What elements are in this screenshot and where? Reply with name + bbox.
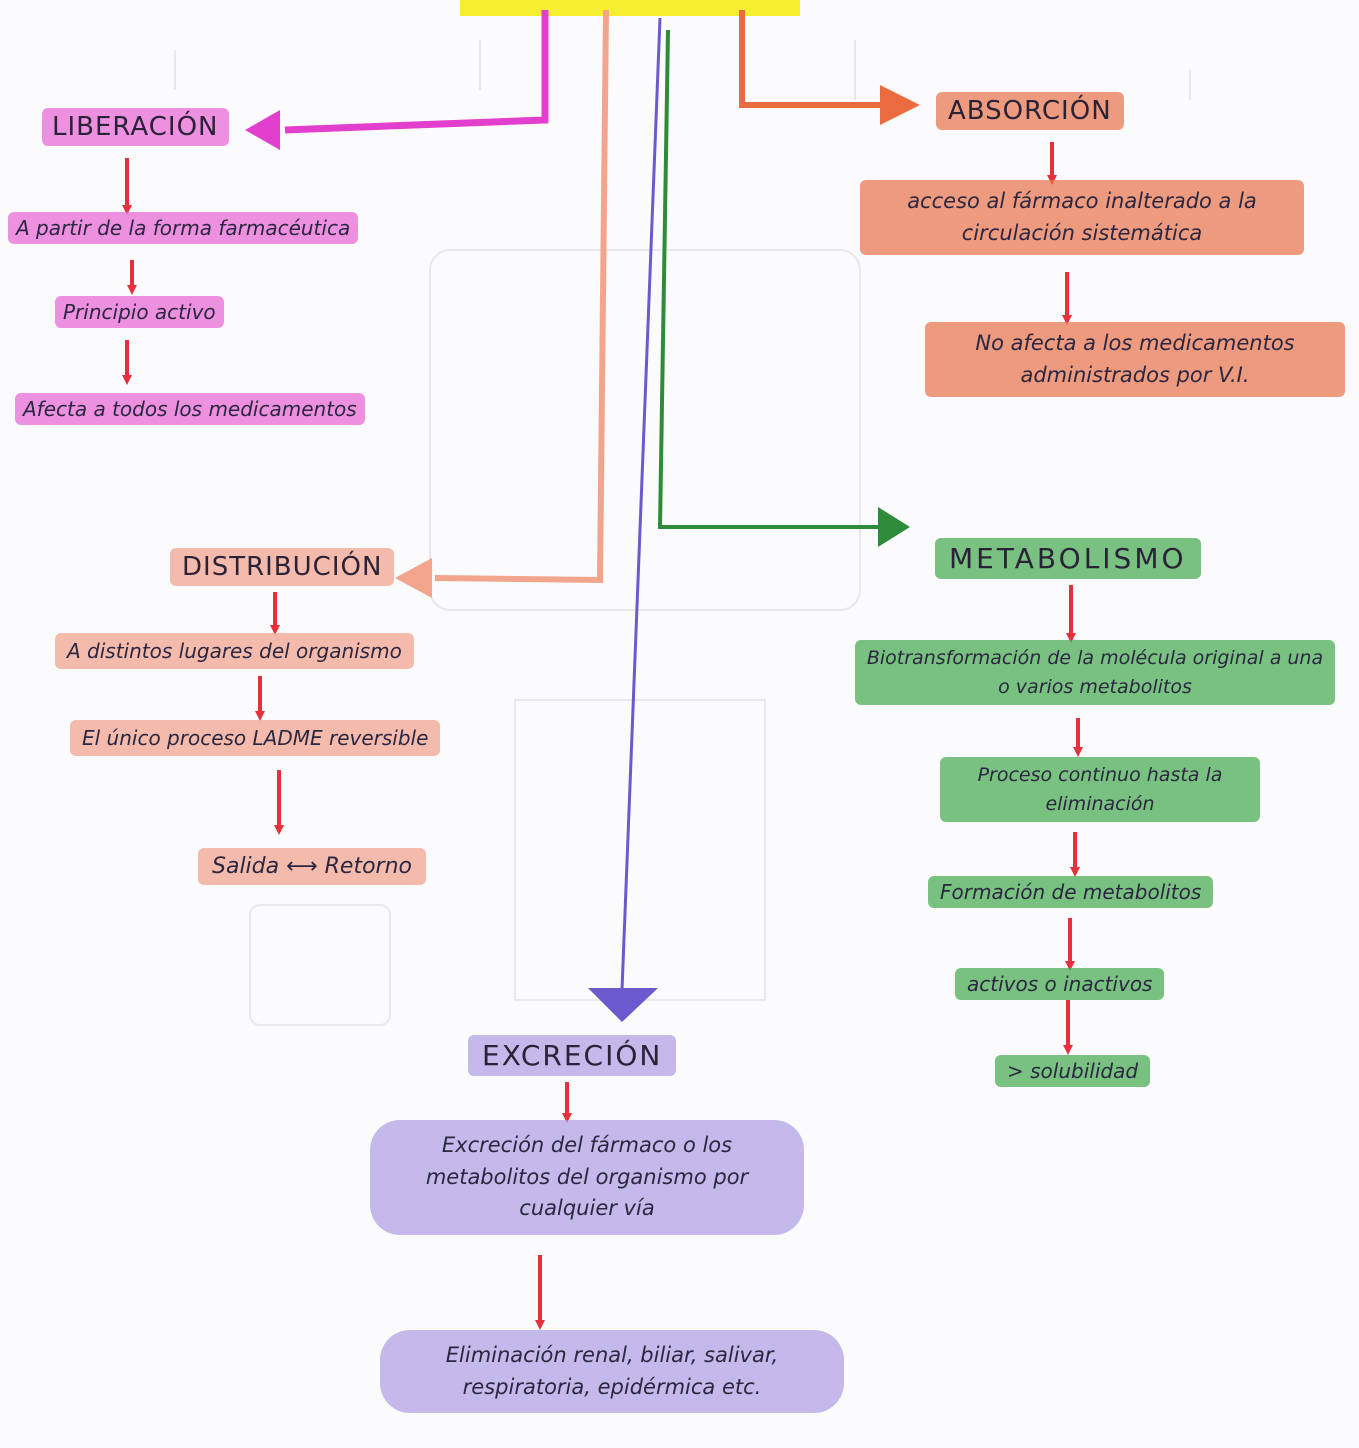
liberacion-item: Principio activo xyxy=(55,296,224,328)
arrowhead-absorcion xyxy=(880,85,920,125)
metabolismo-item: > solubilidad xyxy=(995,1055,1151,1087)
arrowhead-excrecion xyxy=(588,988,658,1022)
connector-liberacion xyxy=(284,10,549,134)
connector-absorcion xyxy=(739,10,885,108)
metabolismo-item: Formación de metabolitos xyxy=(928,876,1214,908)
distribucion-item: Salida ⟷ Retorno xyxy=(198,848,426,885)
absorcion-item: acceso al fármaco inalterado a la circul… xyxy=(860,180,1304,255)
metabolismo-title: METABOLISMO xyxy=(935,538,1201,579)
distribucion-title: DISTRIBUCIÓN xyxy=(170,548,395,586)
arrowhead-liberacion xyxy=(245,110,280,150)
liberacion-item: Afecta a todos los medicamentos xyxy=(15,393,365,425)
connector-metabolismo xyxy=(657,29,880,529)
connector-excrecion xyxy=(620,17,662,991)
arrowhead-metabolismo xyxy=(878,507,910,547)
absorcion-title: ABSORCIÓN xyxy=(936,92,1124,130)
liberacion-item: A partir de la forma farmacéutica xyxy=(8,212,359,244)
excrecion-item: Excreción del fármaco o los metabolitos … xyxy=(370,1120,804,1235)
connector-distribucion xyxy=(434,9,609,584)
excrecion-title: EXCRECIÓN xyxy=(468,1035,677,1076)
distribucion-item: El único proceso LADME reversible xyxy=(70,720,441,756)
metabolismo-item: Proceso continuo hasta la eliminación xyxy=(940,757,1260,822)
distribucion-item: A distintos lugares del organismo xyxy=(55,633,414,669)
absorcion-item: No afecta a los medicamentos administrad… xyxy=(925,322,1345,397)
arrowhead-distribucion xyxy=(395,558,432,598)
top-yellow-bar xyxy=(460,0,800,16)
excrecion-item: Eliminación renal, biliar, salivar, resp… xyxy=(380,1330,844,1413)
metabolismo-item: activos o inactivos xyxy=(955,968,1165,1000)
liberacion-title: LIBERACIÓN xyxy=(42,108,229,146)
metabolismo-item: Biotransformación de la molécula origina… xyxy=(855,640,1335,705)
